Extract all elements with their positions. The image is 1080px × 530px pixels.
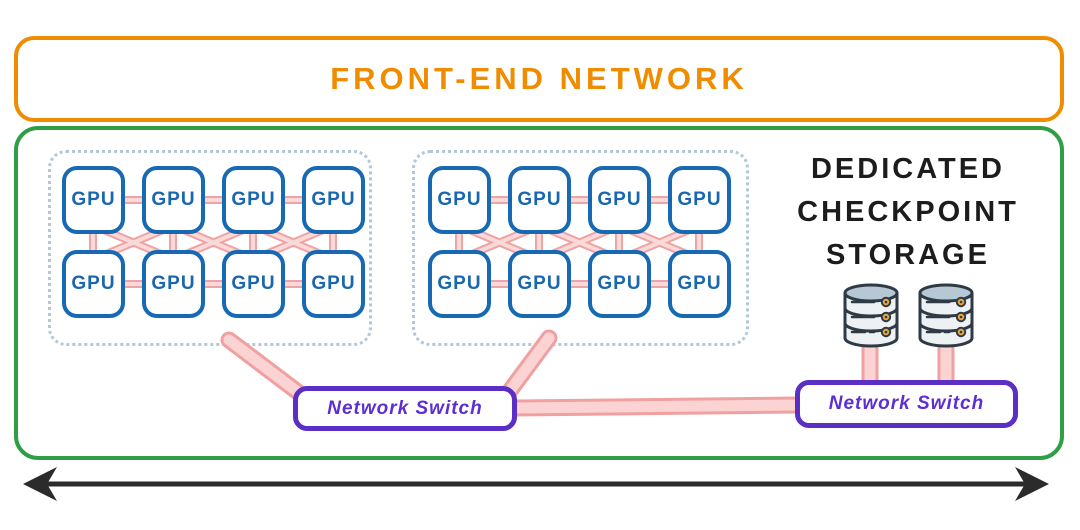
gpu-node: GPU (302, 250, 365, 318)
gpu-node: GPU (588, 166, 651, 234)
gpu-label: GPU (71, 189, 116, 210)
checkpoint-storage-title: DEDICATED CHECKPOINT STORAGE (780, 148, 1036, 277)
front-end-network-label: FRONT-END NETWORK (330, 61, 748, 96)
storage-title-line: DEDICATED (810, 153, 1006, 185)
front-end-network-box: FRONT-END NETWORK (14, 36, 1064, 122)
gpu-label: GPU (517, 273, 562, 294)
gpu-node: GPU (222, 250, 285, 318)
database-icon (916, 282, 976, 350)
gpu-label: GPU (311, 273, 356, 294)
gpu-label: GPU (437, 273, 482, 294)
gpu-label: GPU (597, 273, 642, 294)
database-icon (841, 282, 901, 350)
gpu-node: GPU (508, 250, 571, 318)
backend-enclosure-box (14, 126, 1064, 460)
network-switch-right: Network Switch (795, 380, 1018, 428)
gpu-label: GPU (151, 273, 196, 294)
gpu-node: GPU (302, 166, 365, 234)
gpu-node: GPU (142, 166, 205, 234)
gpu-label: GPU (71, 273, 116, 294)
gpu-node: GPU (508, 166, 571, 234)
network-switch-label: Network Switch (327, 397, 483, 419)
gpu-node: GPU (222, 166, 285, 234)
gpu-node: GPU (142, 250, 205, 318)
gpu-node: GPU (62, 250, 125, 318)
storage-title-line: CHECKPOINT (797, 196, 1019, 228)
gpu-label: GPU (677, 189, 722, 210)
gpu-node: GPU (588, 250, 651, 318)
gpu-label: GPU (231, 189, 276, 210)
network-switch-label: Network Switch (828, 393, 985, 414)
gpu-node: GPU (668, 250, 731, 318)
gpu-node: GPU (428, 166, 491, 234)
gpu-label: GPU (677, 273, 722, 294)
gpu-node: GPU (428, 250, 491, 318)
gpu-node: GPU (62, 166, 125, 234)
storage-title-line: STORAGE (826, 239, 990, 271)
gpu-node: GPU (668, 166, 731, 234)
gpu-label: GPU (231, 273, 276, 294)
gpu-label: GPU (517, 189, 562, 210)
gpu-label: GPU (151, 189, 196, 210)
gpu-label: GPU (437, 189, 482, 210)
gpu-label: GPU (597, 189, 642, 210)
network-switch-left: Network Switch (293, 386, 517, 431)
gpu-label: GPU (311, 189, 356, 210)
